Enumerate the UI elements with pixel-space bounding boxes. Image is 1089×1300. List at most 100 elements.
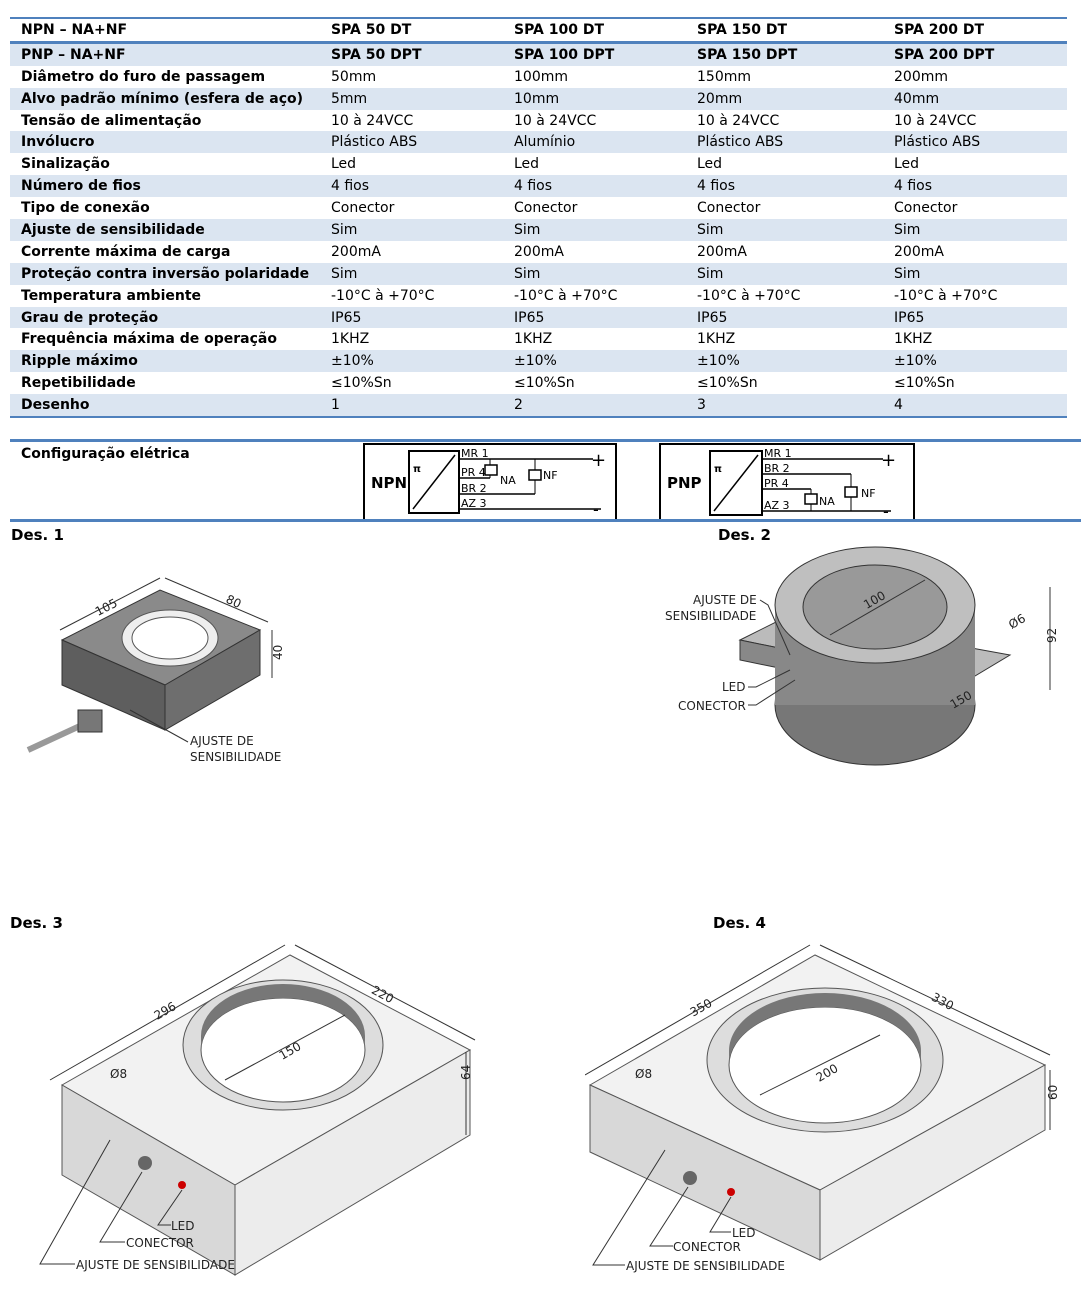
- table-row: Temperatura ambiente -10°C à +70°C -10°C à…: [10, 285, 1067, 307]
- table-cell: 10 à 24VCC: [697, 112, 780, 129]
- callout-label: LED: [171, 1219, 195, 1233]
- table-cell: Sim: [686, 262, 883, 285]
- table-cell: 100mm: [514, 68, 568, 85]
- callout-label: CONECTOR: [678, 699, 746, 713]
- table-cell: Led: [894, 156, 920, 173]
- row-label: Proteção contra inversão polaridade: [10, 262, 320, 285]
- table-cell: Sim: [320, 219, 503, 241]
- wire-label: PR 4: [764, 477, 789, 490]
- nf-label: NF: [861, 487, 876, 500]
- callout-label: SENSIBILIDADE: [190, 750, 281, 764]
- minus-label: -: [593, 500, 599, 519]
- table-cell: 200mA: [331, 243, 381, 260]
- table-cell: Alumínio: [503, 131, 686, 154]
- row-label: Diâmetro do furo de passagem: [21, 68, 266, 85]
- table-cell: 5mm: [320, 87, 503, 110]
- row-label: NPN – NA+NF: [10, 18, 320, 44]
- table-cell: 200mA: [697, 243, 747, 260]
- row-label: Desenho: [10, 394, 320, 418]
- drawing-4: 350 330 200 60 Ø8 LED CONECTOR AJUSTE DE…: [585, 944, 1060, 1273]
- dim-label: 80: [224, 592, 244, 611]
- callout-label: AJUSTE DE: [190, 734, 254, 748]
- wire-label: MR 1: [461, 447, 489, 460]
- drawing-2: 100 92 150 Ø6 AJUSTE DE SENSIBILIDADE LE…: [665, 546, 1059, 766]
- table-cell: ±10%: [320, 350, 503, 373]
- row-label: Tipo de conexão: [21, 200, 150, 217]
- table-cell: 200mA: [514, 243, 564, 260]
- table-cell: ≤10%Sn: [514, 375, 575, 392]
- dim-label: 40: [271, 645, 285, 660]
- dim-label: Ø8: [635, 1067, 652, 1081]
- plus-label: +: [591, 450, 606, 471]
- table-cell: 4: [883, 394, 1067, 418]
- table-row: Ripple máximo±10%±10%±10%±10%: [10, 350, 1067, 373]
- callout-label: AJUSTE DE SENSIBILIDADE: [76, 1258, 235, 1272]
- table-cell: Sim: [320, 262, 503, 285]
- table-cell: 1KHZ: [331, 331, 370, 348]
- row-label: Repetibilidade: [21, 375, 136, 392]
- callout-label: CONECTOR: [673, 1240, 741, 1254]
- table-cell: -10°C à +70°C: [514, 287, 618, 304]
- row-label: Corrente máxima de carga: [21, 243, 231, 260]
- wire-label: PR 4: [461, 466, 486, 479]
- drawing-3-title: Des. 3: [10, 914, 63, 932]
- drawing-1: 105 80 40 AJUSTE DE SENSIBILIDADE: [26, 577, 285, 764]
- table-cell: Led: [514, 156, 540, 173]
- table-cell: 4 fios: [503, 175, 686, 198]
- table-cell: -10°C à +70°C: [894, 287, 998, 304]
- table-cell: Sim: [883, 219, 1067, 241]
- table-cell: 150mm: [697, 68, 751, 85]
- drawing-4-title: Des. 4: [713, 914, 766, 932]
- drawing-2-title: Des. 2: [718, 526, 771, 544]
- table-cell: -10°C à +70°C: [697, 287, 801, 304]
- drawing-1-title: Des. 1: [11, 526, 64, 544]
- dim-label: 64: [459, 1065, 473, 1080]
- callout-label: LED: [732, 1226, 756, 1240]
- table-cell: SPA 50 DPT: [320, 42, 503, 66]
- table-cell: Led: [697, 156, 723, 173]
- table-cell: 40mm: [883, 87, 1067, 110]
- table-cell: SPA 50 DT: [320, 18, 503, 44]
- minus-label: -: [883, 502, 889, 520]
- callout-label: SENSIBILIDADE: [665, 609, 756, 623]
- table-cell: IP65: [883, 306, 1067, 329]
- table-cell: 1: [320, 394, 503, 418]
- row-label: Ripple máximo: [10, 350, 320, 373]
- row-label: Temperatura ambiente: [21, 287, 202, 304]
- config-title: Configuração elétrica: [21, 446, 190, 462]
- table-cell: 4 fios: [320, 175, 503, 198]
- table-cell: 2: [503, 394, 686, 418]
- nf-label: NF: [543, 469, 558, 482]
- wire-label: BR 2: [461, 482, 487, 495]
- table-cell: 1KHZ: [697, 331, 736, 348]
- table-cell: 10 à 24VCC: [894, 112, 977, 129]
- table-cell: Sim: [686, 219, 883, 241]
- row-label: Ajuste de sensibilidade: [10, 219, 320, 241]
- plus-label: +: [881, 450, 896, 471]
- table-row: Tensão de alimentação 10 à 24VCC 10 à 24VC…: [10, 110, 1067, 132]
- npn-label: NPN: [371, 474, 407, 492]
- table-cell: 50mm: [331, 68, 377, 85]
- callout-label: CONECTOR: [126, 1236, 194, 1250]
- row-label: Número de fios: [10, 175, 320, 198]
- wire-label: AZ 3: [764, 499, 790, 512]
- dim-label: Ø6: [1006, 611, 1028, 632]
- dim-label: 330: [929, 990, 956, 1013]
- row-label: Tensão de alimentação: [21, 112, 202, 129]
- row-label: Grau de proteção: [10, 306, 320, 329]
- wire-label: AZ 3: [461, 497, 487, 510]
- table-cell: Sim: [883, 262, 1067, 285]
- na-label: NA: [819, 495, 835, 508]
- row-label: Invólucro: [10, 131, 320, 154]
- row-label: Sinalização: [21, 156, 110, 173]
- row-label: Frequência máxima de operação: [21, 331, 277, 348]
- table-cell: Conector: [331, 200, 395, 217]
